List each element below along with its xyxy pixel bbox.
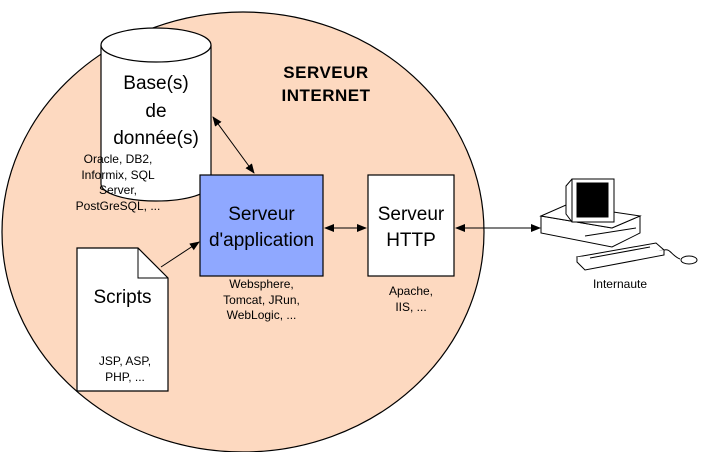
app-server-label: Serveur d'application	[208, 204, 315, 251]
scripts-document-fold	[137, 248, 168, 279]
app-server-box[interactable]	[199, 174, 324, 277]
http-server-label: Serveur HTTP	[377, 204, 445, 251]
scripts-examples: JSP, ASP, PHP, ...	[98, 354, 152, 384]
database-examples: Oracle, DB2, Informix, SQL Server, PostG…	[75, 152, 161, 213]
http-server-examples: Apache, IIS, ...	[388, 284, 434, 314]
app-server-examples: Websphere, Tomcat, JRun, WebLogic, ...	[223, 277, 300, 323]
scripts-label: Scripts	[93, 287, 152, 308]
edge-scripts-app-server	[160, 241, 200, 268]
client-label: Internaute	[592, 277, 648, 291]
http-server-box[interactable]	[367, 174, 455, 277]
edge-database-app-server	[212, 116, 255, 174]
computer-icon[interactable]	[539, 178, 698, 271]
scripts-document[interactable]	[76, 247, 169, 392]
database-label: Base(s) de donnée(s)	[113, 73, 199, 150]
server-zone-title: SERVEUR INTERNET	[281, 63, 371, 105]
